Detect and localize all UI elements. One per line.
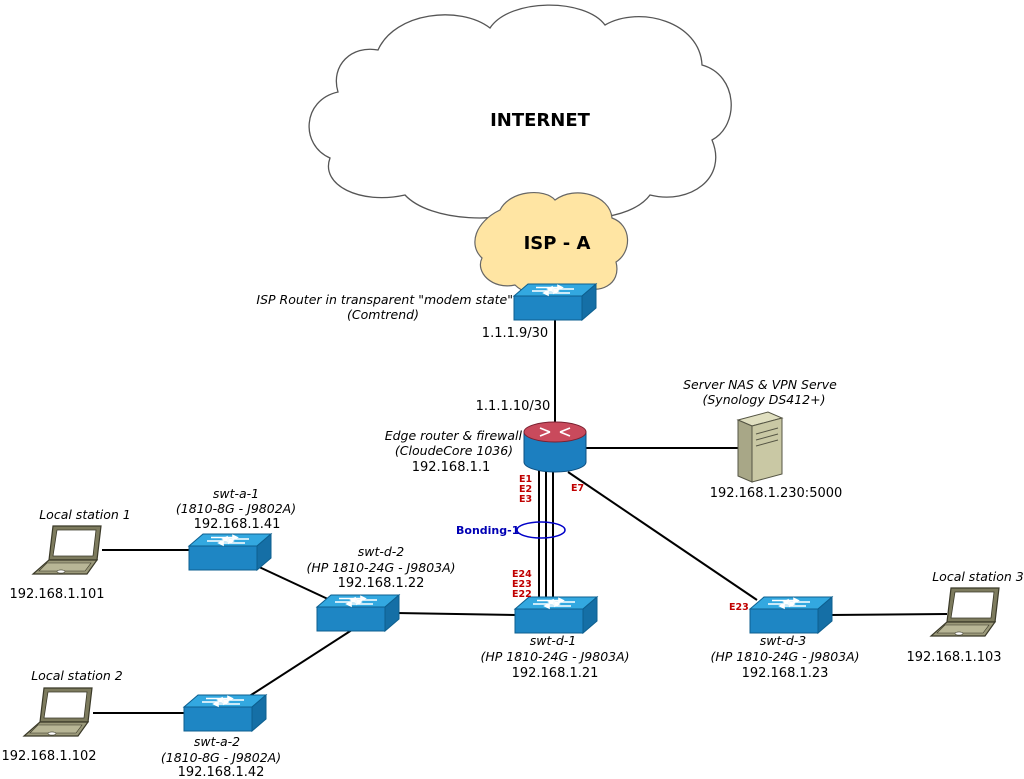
laptop-icon — [930, 587, 1000, 637]
switch-swt-d-3[interactable]: E23 swt-d-3 (HP 1810-24G - J9803A) 192.1… — [710, 596, 860, 681]
swt-d-1-model: (HP 1810-24G - J9803A) — [480, 649, 629, 664]
swt-a-2-model: (1810-8G - J9802A) — [161, 750, 281, 765]
internet-label: INTERNET — [490, 110, 591, 131]
swt-a-1-name: swt-a-1 — [213, 486, 259, 501]
swt-a-2-ip: 192.168.1.42 — [178, 765, 265, 779]
edge-port-e2: E2 — [519, 484, 532, 495]
station-1-name: Local station 1 — [39, 507, 131, 522]
swt-a-1-ip: 192.168.1.41 — [194, 517, 281, 532]
switch-swt-d-2[interactable]: swt-d-2 (HP 1810-24G - J9803A) 192.168.1… — [306, 544, 456, 632]
swt-d-2-ip: 192.168.1.22 — [338, 576, 425, 591]
station-3-ip: 192.168.1.103 — [906, 650, 1001, 665]
switch-swt-a-2[interactable]: swt-a-2 (1810-8G - J9802A) 192.168.1.42 — [161, 694, 281, 779]
switch-icon — [316, 594, 400, 632]
isp-router-vendor: (Comtrend) — [347, 307, 419, 322]
link-d2-a2 — [247, 627, 356, 698]
switch-icon — [514, 596, 598, 634]
link-d2-a1 — [256, 565, 331, 601]
cloud-icon — [474, 192, 629, 297]
station-2-name: Local station 2 — [31, 668, 123, 683]
local-station-3[interactable]: Local station 3 192.168.1.103 — [906, 569, 1023, 665]
edge-router-wan-ip: 1.1.1.10/30 — [476, 399, 551, 414]
swt-d-2-model: (HP 1810-24G - J9803A) — [306, 560, 455, 575]
bonding-group: Bonding-1 — [456, 521, 566, 539]
edge-port-e7: E7 — [571, 483, 584, 494]
swt-d-1-name: swt-d-1 — [530, 633, 577, 648]
isp-cloud: ISP - A — [474, 192, 629, 297]
swt-d-3-model: (HP 1810-24G - J9803A) — [710, 649, 859, 664]
edge-router-model: (CloudeCore 1036) — [395, 443, 513, 458]
laptop-icon — [32, 525, 102, 575]
edge-port-e3: E3 — [519, 494, 532, 505]
switch-swt-d-1[interactable]: E24 E23 E22 swt-d-1 (HP 1810-24G - J9803… — [480, 569, 629, 681]
isp-router-ip: 1.1.1.9/30 — [482, 326, 548, 341]
switch-icon — [749, 596, 833, 634]
swt-d-3-name: swt-d-3 — [760, 633, 807, 648]
station-3-name: Local station 3 — [932, 569, 1024, 584]
server[interactable]: Server NAS & VPN Serve (Synology DS412+)… — [683, 377, 842, 501]
d1-port-e24: E24 — [512, 569, 532, 580]
server-icon — [736, 411, 784, 483]
link-d3-s3 — [829, 613, 948, 616]
cloud-icon — [308, 4, 732, 219]
station-2-ip: 192.168.1.102 — [1, 749, 96, 764]
server-desc: Server NAS & VPN Serve — [683, 377, 837, 392]
links — [93, 320, 948, 714]
isp-router-desc: ISP Router in transparent "modem state" — [256, 292, 513, 307]
internet-cloud: INTERNET — [308, 4, 732, 219]
server-ip: 192.168.1.230:5000 — [710, 486, 843, 501]
link-edge-d3 — [567, 471, 758, 601]
d1-port-e23: E23 — [512, 579, 532, 590]
switch-icon — [513, 283, 597, 321]
isp-label: ISP - A — [524, 233, 591, 254]
bonding-label: Bonding-1 — [456, 524, 519, 537]
edge-port-e1: E1 — [519, 474, 532, 485]
d1-port-e22: E22 — [512, 589, 532, 600]
switch-swt-a-1[interactable]: swt-a-1 (1810-8G - J9802A) 192.168.1.41 — [176, 486, 296, 571]
edge-router-desc: Edge router & firewall — [385, 428, 523, 443]
local-station-1[interactable]: Local station 1 192.168.1.101 — [9, 507, 130, 602]
server-model: (Synology DS412+) — [703, 392, 826, 407]
switch-icon — [188, 533, 272, 571]
router-icon — [523, 421, 587, 473]
local-station-2[interactable]: Local station 2 192.168.1.102 — [1, 668, 122, 764]
swt-d-3-ip: 192.168.1.23 — [742, 666, 829, 681]
edge-router-ip: 192.168.1.1 — [412, 460, 491, 475]
swt-d-2-name: swt-d-2 — [358, 544, 405, 559]
d3-port-e23: E23 — [729, 602, 749, 613]
link-d1-d2 — [395, 612, 517, 616]
isp-router[interactable]: ISP Router in transparent "modem state" … — [256, 283, 597, 341]
bonding-ellipse — [516, 521, 566, 539]
swt-a-1-model: (1810-8G - J9802A) — [176, 501, 296, 516]
swt-d-1-ip: 192.168.1.21 — [512, 666, 599, 681]
laptop-icon — [23, 687, 93, 737]
station-1-ip: 192.168.1.101 — [9, 587, 104, 602]
switch-icon — [183, 694, 267, 732]
swt-a-2-name: swt-a-2 — [194, 734, 240, 749]
edge-router[interactable]: 1.1.1.10/30 Edge router & firewall (Clou… — [385, 399, 587, 505]
